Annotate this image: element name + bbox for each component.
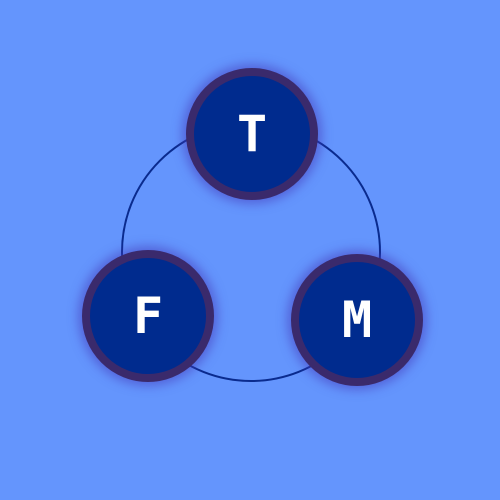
- node-m[interactable]: M: [291, 254, 423, 386]
- node-f-label: F: [132, 287, 164, 345]
- node-m-label: M: [341, 291, 373, 349]
- node-t-label: T: [236, 105, 268, 163]
- node-f[interactable]: F: [82, 250, 214, 382]
- node-t[interactable]: T: [186, 68, 318, 200]
